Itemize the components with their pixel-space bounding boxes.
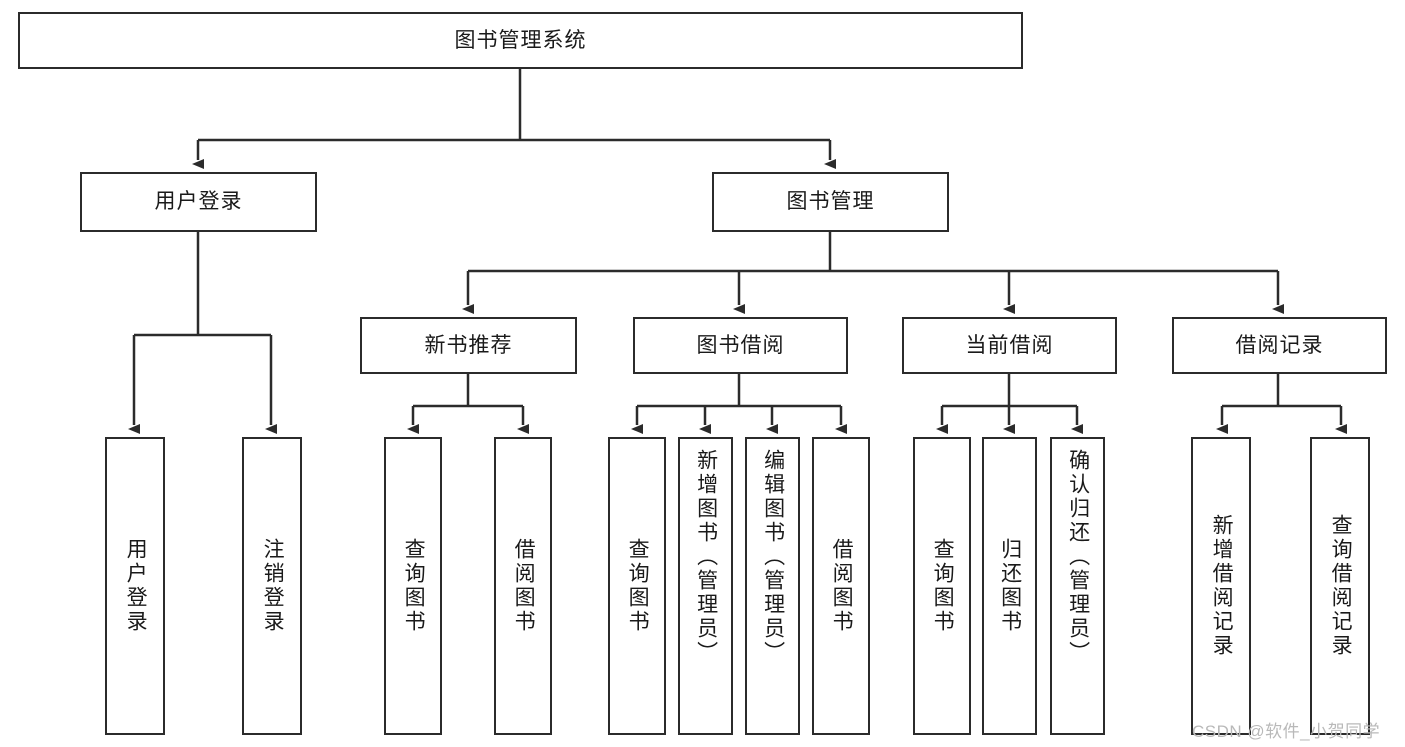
node-current-borrow-label: 当前借阅 <box>965 333 1054 357</box>
watermark: CSDN @软件_小贺同学 <box>1192 717 1380 742</box>
node-leaf-confirm-return[interactable]: 确认归还（管理员） <box>1050 437 1105 735</box>
node-book-manage[interactable]: 图书管理 <box>712 172 949 232</box>
node-leaf-return-book[interactable]: 归还图书 <box>982 437 1037 735</box>
node-leaf-user-login-label: 用户登录 <box>124 538 148 634</box>
node-borrow-record-label: 借阅记录 <box>1235 333 1324 357</box>
node-leaf-query-book-1[interactable]: 查询图书 <box>384 437 442 735</box>
node-user-login[interactable]: 用户登录 <box>80 172 317 232</box>
node-leaf-query-book-3[interactable]: 查询图书 <box>913 437 971 735</box>
node-user-login-label: 用户登录 <box>154 190 243 214</box>
node-leaf-user-logout[interactable]: 注销登录 <box>242 437 302 735</box>
node-root[interactable]: 图书管理系统 <box>18 12 1023 69</box>
node-leaf-query-book-2[interactable]: 查询图书 <box>608 437 666 735</box>
node-leaf-edit-book-label: 编辑图书（管理员） <box>761 449 785 665</box>
node-leaf-confirm-return-label: 确认归还（管理员） <box>1066 449 1090 665</box>
watermark-text: CSDN @软件_小贺同学 <box>1192 722 1381 741</box>
node-leaf-query-book-1-label: 查询图书 <box>402 538 426 634</box>
node-current-borrow[interactable]: 当前借阅 <box>902 317 1117 374</box>
node-new-book-rec[interactable]: 新书推荐 <box>360 317 577 374</box>
node-root-label: 图书管理系统 <box>454 28 587 52</box>
node-leaf-borrow-book-1[interactable]: 借阅图书 <box>494 437 552 735</box>
node-leaf-query-book-3-label: 查询图书 <box>931 538 955 634</box>
node-leaf-query-record-label: 查询借阅记录 <box>1329 514 1353 658</box>
node-borrow-record[interactable]: 借阅记录 <box>1172 317 1387 374</box>
node-leaf-user-login[interactable]: 用户登录 <box>105 437 165 735</box>
node-leaf-add-record[interactable]: 新增借阅记录 <box>1191 437 1251 735</box>
node-leaf-add-book[interactable]: 新增图书（管理员） <box>678 437 733 735</box>
node-leaf-user-logout-label: 注销登录 <box>261 538 285 634</box>
node-leaf-add-book-label: 新增图书（管理员） <box>694 449 718 665</box>
node-leaf-add-record-label: 新增借阅记录 <box>1210 514 1234 658</box>
node-new-book-rec-label: 新书推荐 <box>424 333 513 357</box>
node-book-manage-label: 图书管理 <box>786 190 875 214</box>
node-leaf-edit-book[interactable]: 编辑图书（管理员） <box>745 437 800 735</box>
node-leaf-query-record[interactable]: 查询借阅记录 <box>1310 437 1370 735</box>
node-leaf-borrow-book-2-label: 借阅图书 <box>830 538 854 634</box>
node-book-borrow[interactable]: 图书借阅 <box>633 317 848 374</box>
node-leaf-query-book-2-label: 查询图书 <box>626 538 650 634</box>
node-leaf-borrow-book-2[interactable]: 借阅图书 <box>812 437 870 735</box>
node-leaf-return-book-label: 归还图书 <box>998 538 1022 634</box>
node-book-borrow-label: 图书借阅 <box>696 333 785 357</box>
node-leaf-borrow-book-1-label: 借阅图书 <box>512 538 536 634</box>
